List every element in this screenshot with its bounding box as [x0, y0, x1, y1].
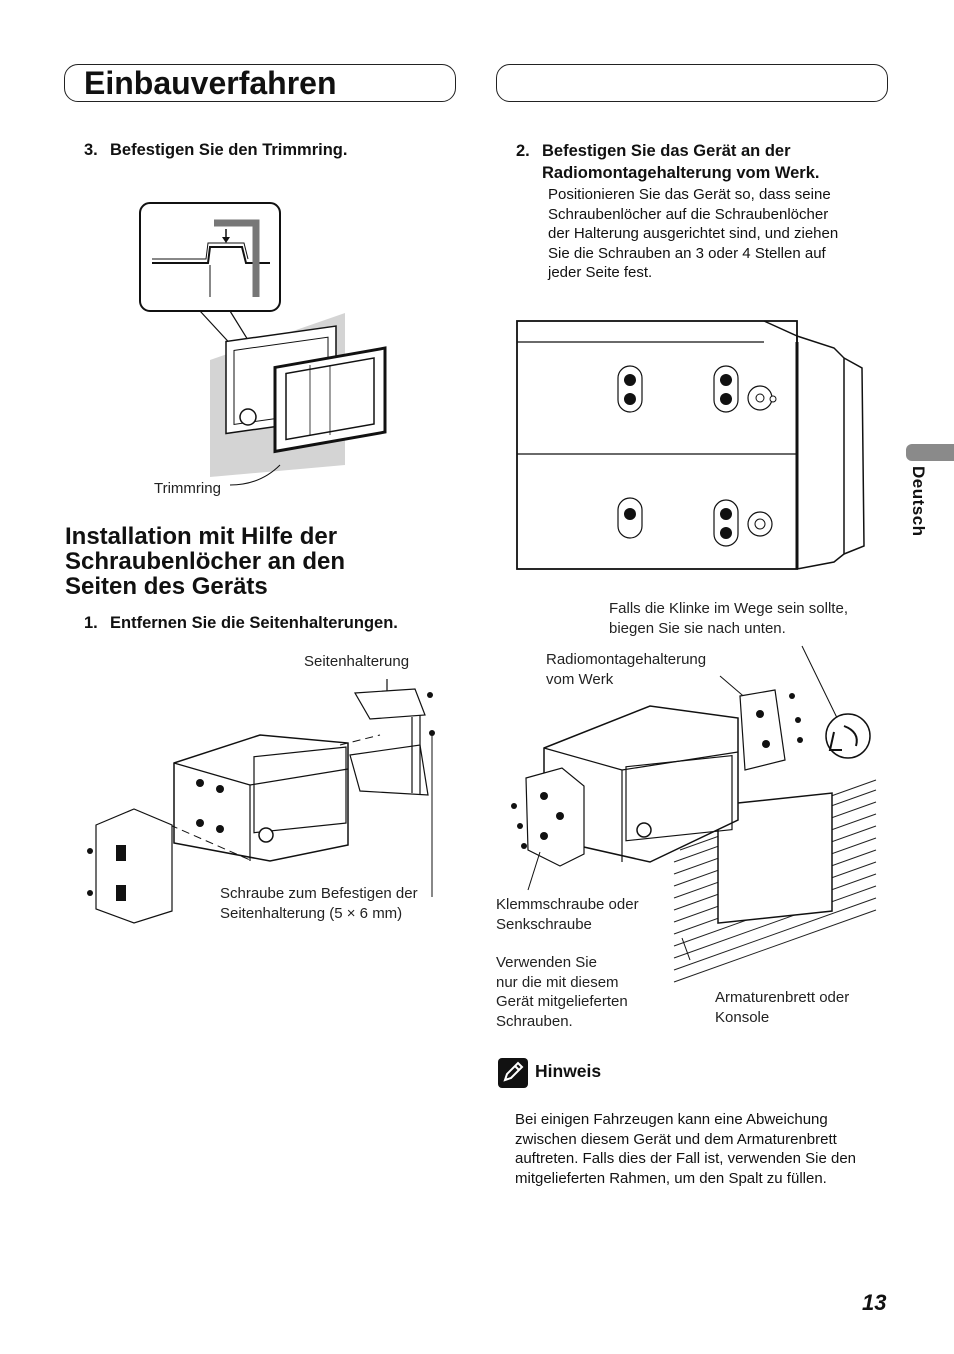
clamp-screw-label-line2: Senkschraube [496, 915, 592, 933]
clamp-screw-label-line1: Klemmschraube oder [496, 896, 639, 913]
supplied-screws-label-line2: nur die mit diesem [496, 973, 619, 991]
factory-bracket-label: Radiomontagehalterung vom Werk [546, 650, 706, 689]
supplied-screws-label-line3: Gerät mitgelieferten [496, 993, 628, 1010]
dashboard-label: Armaturenbrett oder Konsole [715, 988, 849, 1027]
section-heading-line2: Schraubenlöcher an den [65, 548, 346, 575]
factory-bracket-figure [511, 645, 880, 1000]
latch-label-line2: biegen Sie sie nach unten. [609, 619, 786, 637]
supplied-screws-label-line1: Verwenden Sie [496, 954, 597, 971]
factory-bracket-label-line1: Radiomontagehalterung [546, 651, 707, 668]
section-heading-line1: Installation mit Hilfe der [65, 523, 338, 550]
title-frame-right [496, 64, 888, 102]
language-tab-label: Deutsch [909, 466, 928, 537]
trim-ring-label: Trimmring [154, 480, 221, 497]
dashboard-label-line2: Konsole [715, 1008, 770, 1026]
clamp-screw-label: Klemmschraube oder Senkschraube [496, 895, 639, 934]
screw-label-line1: Schraube zum Befestigen der [220, 885, 418, 902]
step-2-body-line1: Positionieren Sie das Gerät so, dass sei… [548, 186, 831, 203]
side-bracket-figure [87, 679, 435, 924]
note-body-line1: Bei einigen Fahrzeugen kann eine Abweich… [515, 1111, 828, 1128]
step-2-line2: Radiomontagehalterung vom Werk. [542, 164, 820, 182]
latch-label-line1: Falls die Klinke im Wege sein sollte, [609, 600, 848, 617]
language-tab-marker [906, 444, 954, 461]
note-body-line3: auftreten. Falls dies der Fall ist, verw… [515, 1150, 857, 1167]
step-2-body-line2: Schraubenlöcher auf die Schraubenlöcher [548, 205, 829, 223]
supplied-screws-label-line4: Schrauben. [496, 1012, 573, 1030]
note-title: Hinweis [535, 1061, 602, 1081]
step-2-number: 2. [516, 142, 530, 160]
supplied-screws-label: Verwenden Sie nur die mit diesem Gerät m… [496, 953, 628, 1031]
step-3-text: Befestigen Sie den Trimmring. [110, 141, 348, 159]
screw-label-line2: Seitenhalterung (5 × 6 mm) [220, 904, 403, 922]
section-heading-line3: Seiten des Geräts [65, 573, 268, 600]
step-1-text: Entfernen Sie die Seitenhalterungen. [110, 614, 398, 632]
step-2-body-line5: jeder Seite fest. [548, 264, 653, 281]
trim-ring-figure [139, 202, 387, 486]
step-3-number: 3. [84, 141, 98, 159]
note-body: Bei einigen Fahrzeugen kann eine Abweich… [515, 1110, 856, 1188]
step-2-body-line4: Sie die Schrauben an 3 oder 4 Stellen au… [548, 244, 826, 262]
step-2: 2. Befestigen Sie das Gerät an der Radiom… [516, 140, 820, 184]
factory-bracket-label-line2: vom Werk [546, 670, 614, 688]
note-body-line4: mitgelieferten Rahmen, um den Spalt zu f… [515, 1169, 827, 1187]
note-body-line2: zwischen diesem Gerät und dem Armaturenb… [515, 1130, 837, 1148]
step-3: 3. Befestigen Sie den Trimmring. [84, 139, 347, 161]
page-number: 13 [862, 1290, 887, 1315]
step-1-number: 1. [84, 614, 98, 632]
side-bracket-label: Seitenhalterung [304, 653, 410, 670]
latch-label: Falls die Klinke im Wege sein sollte, bi… [609, 599, 848, 638]
dashboard-label-line1: Armaturenbrett oder [715, 989, 850, 1006]
note-pencil-icon [498, 1058, 528, 1088]
step-2-line1: Befestigen Sie das Gerät an der [542, 142, 791, 160]
title-frame [64, 64, 456, 102]
step-2-body-line3: der Halterung ausgerichtet sind, und zie… [548, 225, 839, 242]
section-heading: Installation mit Hilfe der Schraubenlöch… [65, 524, 345, 599]
step-2-body: Positionieren Sie das Gerät so, dass sei… [548, 185, 838, 283]
step-1: 1. Entfernen Sie die Seitenhalterungen. [84, 612, 398, 634]
page-title: Einbauverfahren [84, 65, 337, 101]
screw-label: Schraube zum Befestigen der Seitenhalter… [220, 884, 418, 923]
screw-hole-figure [516, 320, 865, 570]
